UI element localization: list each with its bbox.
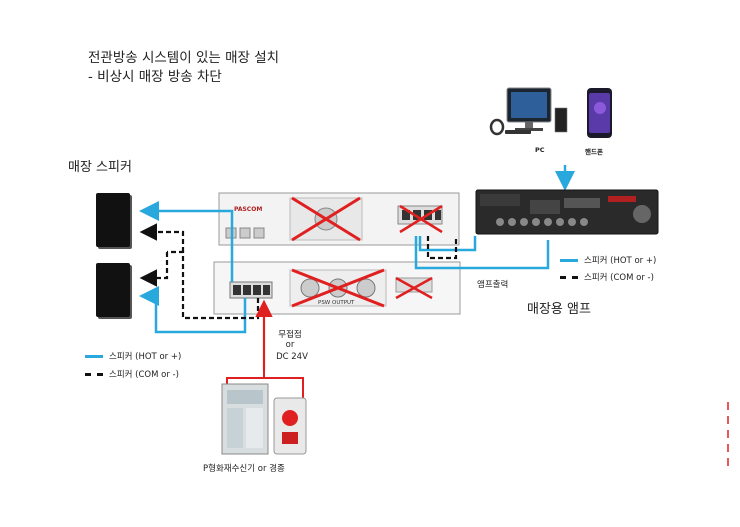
- legend-hot-row: 스피커 (HOT or +): [560, 254, 656, 266]
- phone-label: 핸드폰: [585, 148, 603, 156]
- legend-hot-row: 스피커 (HOT or +): [85, 350, 181, 362]
- heading-line-1: 전관방송 시스템이 있는 매장 설치: [88, 50, 280, 66]
- fire-label: P형화재수신기 or 경종: [203, 464, 285, 474]
- pc-label: PC: [535, 146, 545, 154]
- amp-output-label: 앰프출력: [477, 280, 509, 290]
- speaker-icon: [96, 193, 130, 247]
- speaker-group-label: 매장 스피커: [68, 160, 132, 175]
- legend-hot-text: 스피커 (HOT or +): [109, 352, 182, 362]
- legend-left: 스피커 (HOT or +) 스피커 (COM or -): [85, 350, 181, 380]
- amplifier-icon: [475, 189, 659, 235]
- speaker-icon: [96, 263, 130, 317]
- mid-label-or: or: [285, 340, 295, 350]
- heading-line-2: - 비상시 매장 방송 차단: [88, 69, 222, 85]
- mid-label-dc: DC 24V: [276, 352, 308, 362]
- phone-icon: [587, 88, 612, 138]
- legend-com-text: 스피커 (COM or -): [109, 370, 179, 380]
- fire-panel-icon: [221, 383, 307, 455]
- amp-label: 매장용 앰프: [527, 302, 591, 317]
- mid-label-contact: 무접점: [278, 330, 302, 340]
- legend-com-text: 스피커 (COM or -): [584, 273, 654, 283]
- legend-com-row: 스피커 (COM or -): [560, 271, 656, 283]
- psw-output-label: PSW OUTPUT: [318, 300, 355, 306]
- legend-hot-text: 스피커 (HOT or +): [584, 256, 657, 266]
- legend-com-swatch: [85, 372, 103, 376]
- switch-unit: [213, 261, 461, 315]
- legend-hot-swatch: [560, 258, 578, 262]
- legend-hot-swatch: [85, 354, 103, 358]
- brand-text: PASCOM: [234, 206, 262, 213]
- monitor-icon: [489, 87, 568, 136]
- rear-panel: [218, 192, 460, 246]
- legend-com-swatch: [560, 275, 578, 279]
- legend-right: 스피커 (HOT or +) 스피커 (COM or -): [560, 254, 656, 283]
- legend-com-row: 스피커 (COM or -): [85, 368, 181, 380]
